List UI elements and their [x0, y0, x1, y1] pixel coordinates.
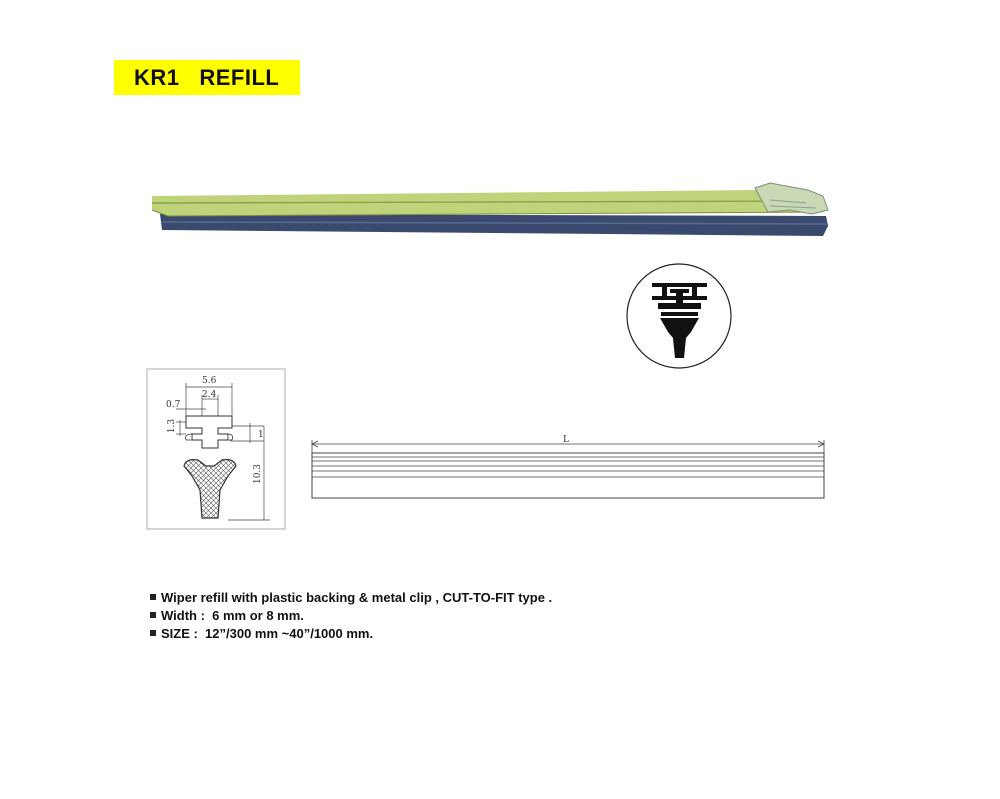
bullet-icon	[150, 630, 156, 636]
dim-width-inner: 2.4	[202, 390, 217, 400]
bullet-icon	[150, 594, 156, 600]
rubber-section	[183, 459, 237, 519]
dim-height-total: 10.3	[253, 464, 263, 484]
profile-outline	[185, 415, 233, 449]
metal-clip	[754, 182, 829, 215]
rubber-blade	[160, 214, 828, 236]
spec-item: SIZE : 12”/300 mm ~40”/1000 mm.	[150, 624, 552, 642]
dim-height-small: 1.3	[167, 419, 177, 434]
profile-icon	[626, 263, 732, 369]
cross-section-drawing: 5.6 2.4 0.7 1.3 1 10.3	[146, 368, 286, 530]
plastic-backing	[152, 190, 826, 216]
bullet-icon	[150, 612, 156, 618]
length-drawing: L	[311, 435, 825, 499]
spec-list: Wiper refill with plastic backing & meta…	[150, 588, 552, 642]
spec-item: Width : 6 mm or 8 mm.	[150, 606, 552, 624]
dim-height-right: 1	[258, 430, 264, 440]
dim-gap: 0.7	[166, 400, 181, 410]
product-title: KR1 REFILL	[134, 64, 280, 90]
dim-width-outer: 5.6	[202, 376, 217, 386]
title-banner: KR1 REFILL	[114, 60, 300, 95]
length-label: L	[563, 435, 569, 445]
spec-item: Wiper refill with plastic backing & meta…	[150, 588, 552, 606]
